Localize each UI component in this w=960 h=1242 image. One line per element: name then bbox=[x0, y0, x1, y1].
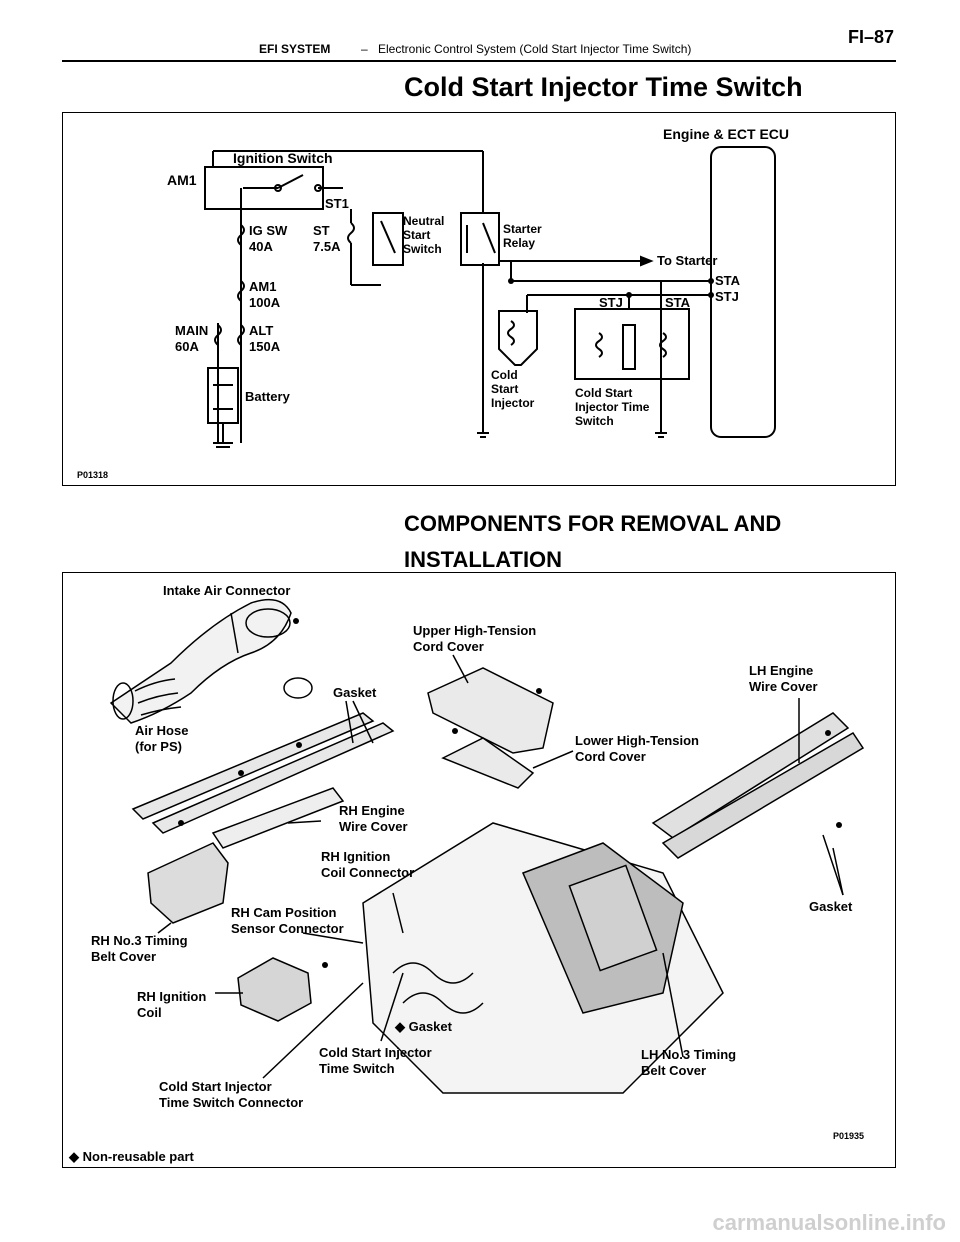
lbl-cs-connector-1: Cold Start Injector bbox=[159, 1079, 272, 1094]
main-label: MAIN bbox=[175, 323, 208, 338]
lbl-lower-cover-2: Cord Cover bbox=[575, 749, 646, 764]
legend-non-reusable: ◆ Non-reusable part bbox=[68, 1149, 195, 1164]
lbl-rh-cam-sensor-2: Sensor Connector bbox=[231, 921, 344, 936]
components-fig-id: P01935 bbox=[833, 1131, 864, 1141]
st1-label: ST1 bbox=[325, 196, 349, 211]
lbl-upper-cover-1: Upper High-Tension bbox=[413, 623, 536, 638]
neutral-label-3: Switch bbox=[403, 242, 442, 256]
wiring-diagram: Engine & ECT ECU Ignition Switch AM1 ST1… bbox=[62, 112, 896, 486]
neutral-label-2: Start bbox=[403, 228, 430, 242]
lbl-rh-coil-connector-2: Coil Connector bbox=[321, 865, 414, 880]
ig-sw-label: IG SW bbox=[249, 223, 288, 238]
to-starter-label: To Starter bbox=[657, 253, 717, 268]
csi-label-3: Injector bbox=[491, 396, 535, 410]
lbl-rh-coil-connector-1: RH Ignition bbox=[321, 849, 390, 864]
alt-label: ALT bbox=[249, 323, 273, 338]
ts-label-2: Injector Time bbox=[575, 400, 650, 414]
lbl-upper-cover-2: Cord Cover bbox=[413, 639, 484, 654]
neutral-label-1: Neutral bbox=[403, 214, 444, 228]
lbl-cs-time-switch-1: Cold Start Injector bbox=[319, 1045, 432, 1060]
lbl-lh-timing-cover-2: Belt Cover bbox=[641, 1063, 706, 1078]
ignition-switch-label: Ignition Switch bbox=[233, 150, 333, 166]
ecu-stj-label: STJ bbox=[715, 289, 739, 304]
lbl-cs-time-switch-2: Time Switch bbox=[319, 1061, 395, 1076]
stj-label: STJ bbox=[599, 295, 623, 310]
lbl-air-hose-2: (for PS) bbox=[135, 739, 182, 754]
starter-relay-label-2: Relay bbox=[503, 236, 535, 250]
csi-label-2: Start bbox=[491, 382, 518, 396]
main-amp: 60A bbox=[175, 339, 199, 354]
am1-top-label: AM1 bbox=[167, 172, 197, 188]
components-diagram: Intake Air Connector Upper High-Tension … bbox=[62, 572, 896, 1168]
lbl-gasket-mid: ◆ Gasket bbox=[394, 1019, 453, 1034]
lbl-rh-wire-cover-1: RH Engine bbox=[339, 803, 405, 818]
starter-relay-label-1: Starter bbox=[503, 222, 542, 236]
lbl-rh-coil-2: Coil bbox=[137, 1005, 162, 1020]
lbl-lower-cover-1: Lower High-Tension bbox=[575, 733, 699, 748]
alt-amp: 150A bbox=[249, 339, 281, 354]
lbl-rh-timing-cover-1: RH No.3 Timing bbox=[91, 933, 188, 948]
ecu-sta-label: STA bbox=[715, 273, 741, 288]
csi-label-1: Cold bbox=[491, 368, 518, 382]
watermark: carmanualsonline.info bbox=[712, 1210, 947, 1235]
st-amp: 7.5A bbox=[313, 239, 341, 254]
sta-label: STA bbox=[665, 295, 691, 310]
lbl-rh-wire-cover-2: Wire Cover bbox=[339, 819, 408, 834]
header-title: Electronic Control System (Cold Start In… bbox=[378, 42, 692, 56]
header-dash: – bbox=[361, 42, 368, 56]
page-number: FI–87 bbox=[847, 27, 894, 47]
lbl-air-hose-1: Air Hose bbox=[135, 723, 188, 738]
lbl-rh-coil-1: RH Ignition bbox=[137, 989, 206, 1004]
lbl-intake-air-connector: Intake Air Connector bbox=[163, 583, 290, 598]
wiring-fig-id: P01318 bbox=[77, 470, 108, 480]
am1-label: AM1 bbox=[249, 279, 276, 294]
ts-label-3: Switch bbox=[575, 414, 614, 428]
am1-amp: 100A bbox=[249, 295, 281, 310]
header-rule bbox=[62, 60, 896, 62]
st-label: ST bbox=[313, 223, 330, 238]
ts-label-1: Cold Start bbox=[575, 386, 632, 400]
header-section: EFI SYSTEM bbox=[259, 42, 331, 56]
lbl-gasket-right: Gasket bbox=[809, 899, 853, 914]
lbl-lh-wire-cover-2: Wire Cover bbox=[749, 679, 818, 694]
lbl-rh-cam-sensor-1: RH Cam Position bbox=[231, 905, 337, 920]
ecu-label: Engine & ECT ECU bbox=[663, 126, 789, 142]
ig-sw-amp: 40A bbox=[249, 239, 273, 254]
battery-label: Battery bbox=[245, 389, 291, 404]
page-title: Cold Start Injector Time Switch bbox=[404, 72, 803, 102]
components-heading: COMPONENTS FOR REMOVAL AND INSTALLATION bbox=[404, 511, 782, 572]
lbl-rh-timing-cover-2: Belt Cover bbox=[91, 949, 156, 964]
lbl-lh-wire-cover-1: LH Engine bbox=[749, 663, 813, 678]
lbl-cs-connector-2: Time Switch Connector bbox=[159, 1095, 303, 1110]
lbl-gasket-top: Gasket bbox=[333, 685, 377, 700]
lbl-lh-timing-cover-1: LH No.3 Timing bbox=[641, 1047, 736, 1062]
